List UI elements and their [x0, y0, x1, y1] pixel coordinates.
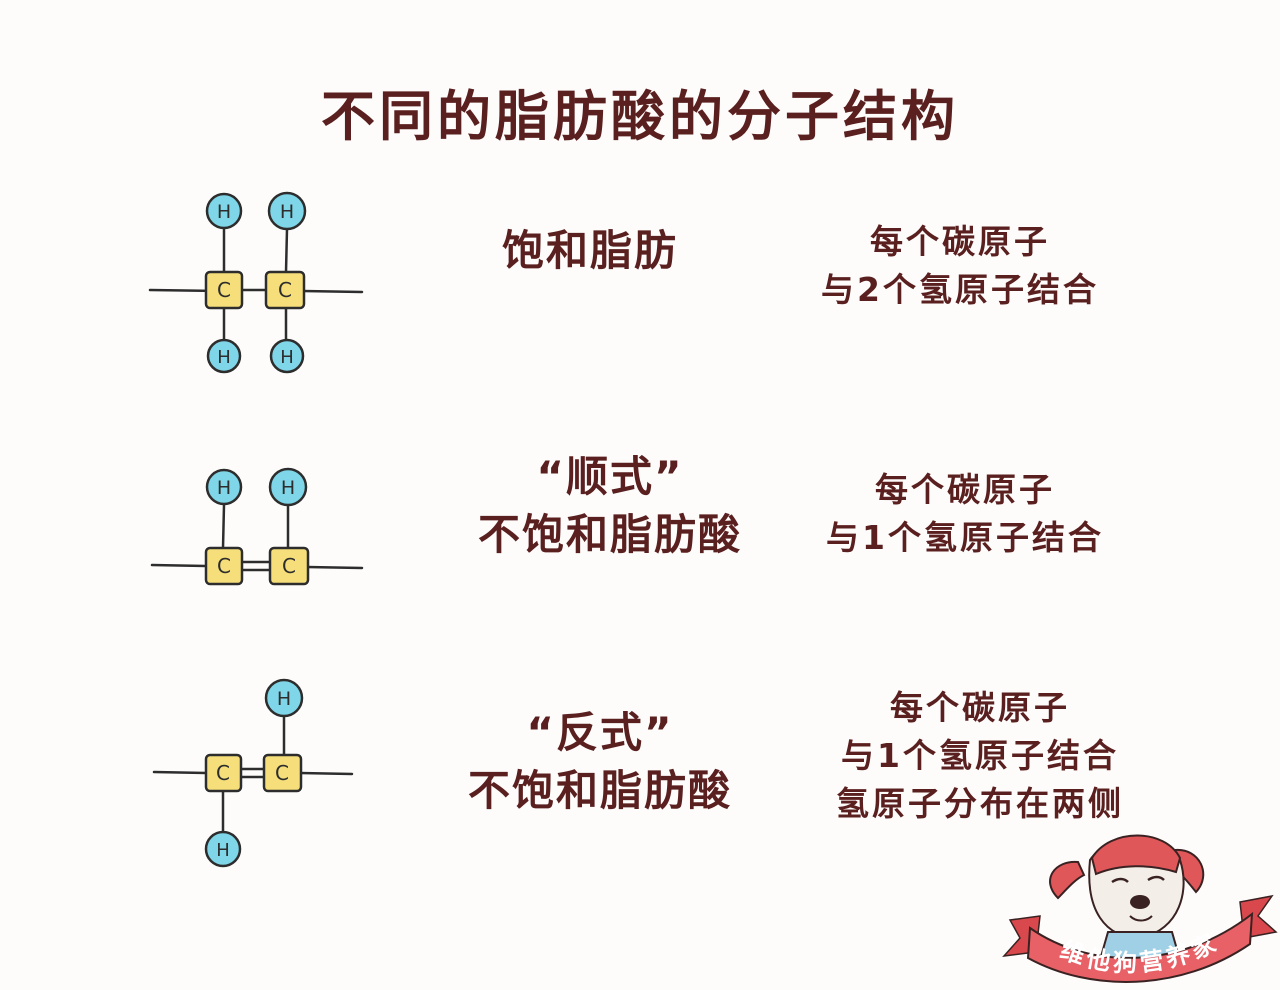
hydrogen-atom: H	[269, 338, 305, 374]
fat-type-line: “顺式”	[536, 452, 684, 501]
fat-type-line: 不饱和脂肪酸	[467, 766, 732, 815]
svg-text:H: H	[280, 347, 294, 368]
description-line: 每个碳原子	[870, 222, 1050, 261]
svg-text:H: H	[217, 201, 231, 223]
cis-molecule: H H C C	[150, 467, 364, 586]
fat-type-label: “顺式” 不饱和脂肪酸	[430, 448, 790, 564]
bond-right	[305, 565, 364, 570]
carbon-atom: C	[264, 270, 306, 310]
svg-text:C: C	[216, 761, 230, 785]
hydrogen-atom: H	[206, 338, 242, 374]
svg-text:H: H	[216, 840, 230, 861]
carbon-atom: C	[204, 546, 244, 586]
svg-text:H: H	[217, 477, 231, 499]
description-line: 氢原子分布在两侧	[836, 784, 1124, 823]
svg-text:C: C	[278, 278, 292, 302]
svg-text:C: C	[217, 278, 231, 302]
hydrogen-atom: H	[268, 467, 308, 507]
fat-type-label: “反式” 不饱和脂肪酸	[420, 704, 780, 820]
bond-left	[150, 563, 208, 568]
hydrogen-atom: H	[264, 678, 304, 718]
hydrogen-atom: H	[267, 191, 307, 231]
svg-text:H: H	[280, 201, 294, 223]
description: 每个碳原子 与2个氢原子结合	[800, 218, 1120, 314]
fat-type-line: 不饱和脂肪酸	[477, 510, 742, 559]
hydrogen-atom: H	[205, 192, 243, 230]
page-title: 不同的脂肪酸的分子结构	[321, 85, 959, 148]
bond-right	[298, 771, 354, 776]
carbon-atom: C	[204, 753, 243, 793]
fat-type-line: “反式”	[526, 708, 674, 757]
description-line: 与1个氢原子结合	[841, 736, 1119, 775]
svg-text:H: H	[217, 347, 231, 368]
bond-h2	[284, 227, 289, 274]
description: 每个碳原子 与1个氢原子结合	[805, 466, 1125, 562]
svg-text:C: C	[217, 554, 231, 578]
carbon-atom: C	[268, 546, 310, 586]
saturated-molecule: H H H H C C	[148, 191, 364, 374]
fat-type-label: 饱和脂肪	[460, 222, 720, 280]
description-line: 每个碳原子	[875, 470, 1055, 509]
bond-right	[301, 289, 364, 294]
bond-h1	[221, 503, 226, 550]
dog-mascot-icon: 维他狗营养家	[1002, 834, 1278, 983]
svg-text:H: H	[281, 477, 295, 499]
fat-type-line: 饱和脂肪	[501, 226, 678, 275]
hydrogen-atom: H	[205, 468, 243, 506]
carbon-atom: C	[204, 270, 244, 310]
description-line: 与2个氢原子结合	[821, 270, 1099, 309]
hydrogen-atom: H	[204, 830, 242, 868]
description: 每个碳原子 与1个氢原子结合 氢原子分布在两侧	[800, 684, 1160, 828]
trans-molecule: H H C C	[152, 678, 354, 868]
carbon-atom: C	[262, 753, 303, 793]
svg-text:H: H	[277, 688, 291, 710]
description-line: 每个碳原子	[890, 688, 1070, 727]
svg-text:C: C	[275, 761, 289, 785]
svg-text:C: C	[282, 554, 296, 578]
bond-left	[152, 770, 208, 775]
description-line: 与1个氢原子结合	[826, 518, 1104, 557]
